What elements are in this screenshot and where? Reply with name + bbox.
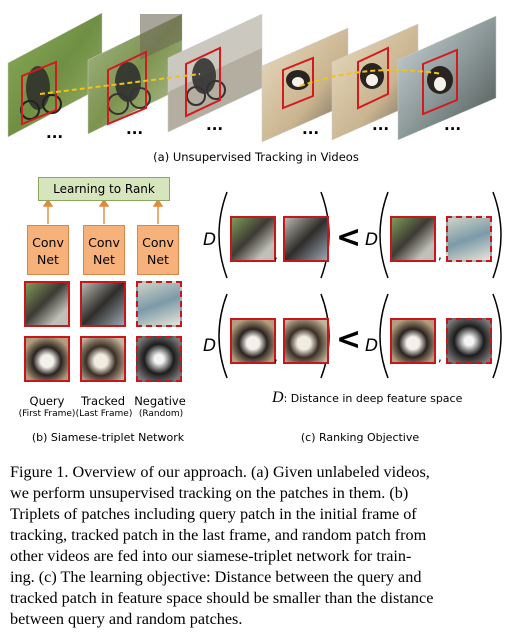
- rank-patch-query-cat-2: [390, 318, 436, 364]
- distance-d-4: D: [365, 336, 379, 356]
- caption-line-7: tracked patch in feature space should be…: [10, 589, 434, 607]
- label-query-sub: (First Frame): [18, 409, 76, 419]
- distance-d-3: D: [203, 336, 217, 356]
- tracking-path-bike: [39, 73, 201, 95]
- legend-symbol: D: [272, 389, 284, 406]
- label-tracked: Tracked: [80, 394, 126, 408]
- ellipsis-4: ...: [302, 120, 320, 138]
- rank-patch-tracked-cat: [283, 318, 329, 364]
- tracking-frames-illustration: [7, 12, 497, 143]
- ellipsis-2: ...: [126, 120, 144, 138]
- ellipsis-5: ...: [372, 116, 390, 134]
- video-frame-cat-1: [261, 27, 349, 143]
- caption-line-3: Triplets of patches including query patc…: [10, 505, 417, 523]
- comma-3: ,: [274, 350, 278, 364]
- legend-text: : Distance in deep feature space: [283, 392, 463, 405]
- network-arrows: [42, 198, 164, 224]
- panel-b-caption: (b) Siamese-triplet Network: [31, 431, 185, 444]
- label-query: Query: [29, 394, 65, 408]
- label-tracked-sub: (Last Frame): [75, 409, 133, 419]
- less-than-2: <: [336, 322, 362, 357]
- label-negative-sub: (Random): [138, 409, 184, 419]
- comma-1: ,: [274, 248, 278, 262]
- comma-4: ,: [438, 350, 442, 364]
- distance-legend: D: Distance in deep feature space: [272, 389, 462, 407]
- rank-patch-query-bike-2: [390, 216, 436, 262]
- rank-patch-query-cat: [230, 318, 276, 364]
- patch-negative-1: [136, 281, 182, 327]
- ellipsis-6: ...: [444, 116, 462, 134]
- rank-patch-tracked-bike: [283, 216, 329, 262]
- patch-tracked-cat: [80, 336, 126, 382]
- convnet-query-label-2: Net: [37, 252, 59, 267]
- less-than-1: <: [336, 220, 362, 255]
- distance-d-2: D: [365, 230, 379, 250]
- panel-a-caption: (a) Unsupervised Tracking in Videos: [153, 150, 359, 164]
- caption-line-2: we perform unsupervised tracking on the …: [10, 484, 409, 502]
- caption-line-5: other videos are fed into our siamese-tr…: [10, 547, 412, 565]
- convnet-tracked-label-1: Conv: [88, 235, 120, 250]
- video-frame-bike-2: [87, 13, 183, 135]
- panel-c-caption: (c) Ranking Objective: [300, 431, 420, 444]
- rank-patch-negative-1: [446, 216, 492, 262]
- caption-line-6: ing. (c) The learning objective: Distanc…: [10, 568, 422, 586]
- convnet-query-label-1: Conv: [32, 235, 64, 250]
- tracking-path-cat: [299, 69, 443, 87]
- patch-query-bike: [24, 281, 70, 327]
- video-frame-cat-3: [397, 15, 497, 141]
- caption-line-4: tracking, tracked patch in the last fram…: [10, 526, 427, 544]
- convnet-tracked-label-2: Net: [93, 252, 115, 267]
- rank-patch-negative-2: [446, 318, 492, 364]
- video-frame-bike-1: [7, 12, 103, 138]
- ellipsis-1: ...: [46, 124, 64, 142]
- rank-patch-query-bike: [230, 216, 276, 262]
- distance-d-1: D: [203, 230, 217, 250]
- comma-2: ,: [438, 248, 442, 262]
- patch-negative-2: [136, 336, 182, 382]
- ranking-brackets: [218, 191, 502, 379]
- convnet-negative-label-2: Net: [147, 252, 169, 267]
- label-negative: Negative: [134, 394, 186, 408]
- convnet-negative-label-1: Conv: [142, 235, 174, 250]
- patch-tracked-bike: [80, 281, 126, 327]
- patch-query-cat: [24, 336, 70, 382]
- ellipsis-3: ...: [206, 116, 224, 134]
- caption-line-8: between query and random patches.: [10, 610, 243, 628]
- learning-to-rank-box: Learning to Rank: [38, 177, 170, 201]
- caption-line-1: Figure 1. Overview of our approach. (a) …: [10, 463, 430, 481]
